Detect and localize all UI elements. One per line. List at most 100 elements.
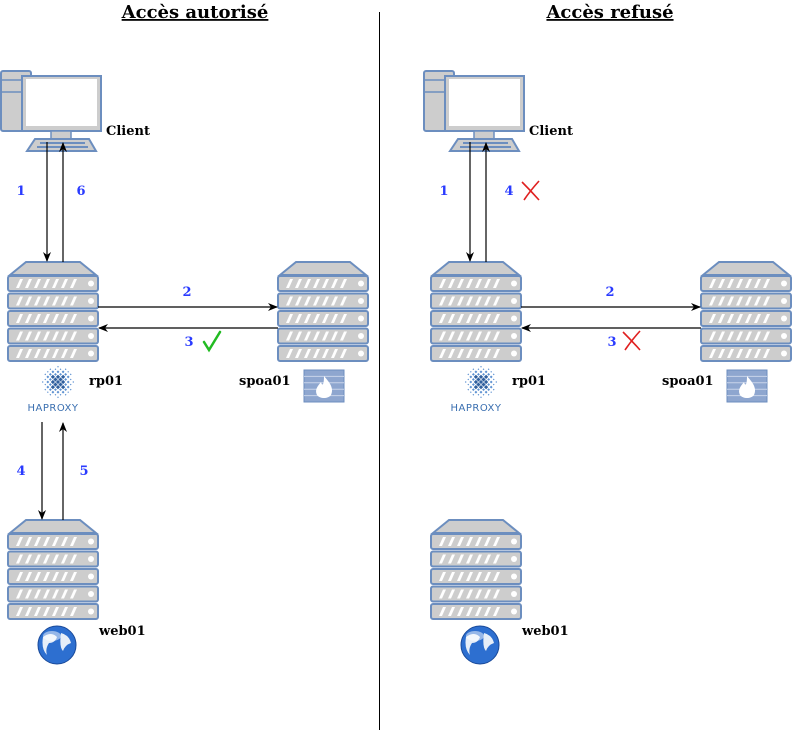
logo-dot bbox=[481, 382, 486, 387]
step-label-proxy-to-client: 6 bbox=[76, 184, 85, 199]
server-vent bbox=[439, 296, 446, 306]
logo-dot bbox=[487, 393, 490, 396]
firewall-icon bbox=[303, 369, 345, 403]
server-vent bbox=[754, 349, 761, 358]
logo-dot bbox=[57, 365, 59, 368]
logo-dot bbox=[489, 385, 493, 389]
server-vent bbox=[709, 331, 716, 341]
logo-dot bbox=[72, 381, 75, 383]
logo-dot bbox=[66, 380, 70, 384]
logo-dot bbox=[48, 383, 52, 386]
server-led bbox=[781, 333, 787, 339]
web-server bbox=[430, 519, 522, 620]
logo-dot bbox=[46, 370, 49, 373]
server-vent bbox=[304, 296, 311, 306]
server-vent bbox=[322, 314, 329, 323]
logo-dot bbox=[477, 388, 480, 392]
server-vent bbox=[763, 279, 770, 288]
spoa-label: spoa01 bbox=[662, 374, 714, 389]
server-unit bbox=[430, 533, 522, 550]
server-vent bbox=[34, 279, 41, 288]
server-vent bbox=[295, 314, 302, 323]
server-top bbox=[7, 519, 99, 534]
server-vent bbox=[448, 589, 455, 599]
server-vent bbox=[16, 572, 23, 581]
server-vent bbox=[457, 607, 464, 616]
logo-dot bbox=[482, 388, 485, 392]
globe-shine bbox=[466, 631, 484, 641]
logo-dot bbox=[67, 370, 70, 373]
server-unit bbox=[7, 550, 99, 568]
server-vent bbox=[484, 279, 491, 288]
server-vent bbox=[34, 349, 41, 358]
server-vent bbox=[70, 589, 77, 599]
server-led bbox=[88, 591, 94, 597]
server-vent bbox=[304, 279, 311, 288]
server-vent bbox=[61, 296, 68, 306]
server-unit bbox=[7, 568, 99, 585]
server-vent bbox=[484, 314, 491, 323]
monitor-screen bbox=[449, 79, 520, 126]
server-vent bbox=[763, 296, 770, 306]
server-vent bbox=[43, 554, 50, 564]
server-unit bbox=[7, 533, 99, 550]
server-vent bbox=[70, 296, 77, 306]
computer-icon bbox=[423, 70, 525, 152]
logo-dot bbox=[59, 372, 62, 376]
server-led bbox=[781, 298, 787, 304]
logo-dot bbox=[473, 374, 479, 380]
spoa-label: spoa01 bbox=[239, 374, 291, 389]
server-vent bbox=[16, 554, 23, 564]
logo-dot bbox=[54, 368, 57, 371]
server-top bbox=[430, 261, 522, 276]
monitor-screen bbox=[26, 79, 97, 126]
keyboard bbox=[448, 138, 521, 152]
server-vent bbox=[448, 537, 455, 546]
server-vent bbox=[484, 331, 491, 341]
server-vent bbox=[43, 537, 50, 546]
server-vent bbox=[34, 296, 41, 306]
server-vent bbox=[52, 589, 59, 599]
server-vent bbox=[493, 537, 500, 546]
server-unit bbox=[277, 292, 369, 310]
server-vent bbox=[52, 279, 59, 288]
server-vent bbox=[745, 349, 752, 358]
proxy-server bbox=[7, 261, 99, 362]
server-vent bbox=[475, 554, 482, 564]
server-vent bbox=[484, 296, 491, 306]
server-vent bbox=[475, 572, 482, 581]
server-vent bbox=[295, 349, 302, 358]
server-vent bbox=[466, 607, 473, 616]
logo-dot bbox=[480, 365, 482, 368]
computer-icon bbox=[0, 70, 102, 152]
server-vent bbox=[763, 331, 770, 341]
logo-dot bbox=[64, 383, 68, 386]
globe-icon bbox=[460, 625, 500, 665]
server-unit bbox=[430, 603, 522, 620]
server-led bbox=[511, 298, 517, 304]
server-vent bbox=[493, 349, 500, 358]
server-vent bbox=[439, 331, 446, 341]
server-vent bbox=[718, 279, 725, 288]
proxy-server bbox=[430, 261, 522, 362]
server-vent bbox=[43, 296, 50, 306]
logo-dot bbox=[57, 396, 59, 399]
server-vent bbox=[52, 572, 59, 581]
server-led bbox=[88, 280, 94, 287]
server-vent bbox=[16, 607, 23, 616]
logo-dot bbox=[60, 384, 66, 390]
server-led bbox=[781, 350, 787, 357]
logo-dot bbox=[64, 378, 68, 381]
logo-dot bbox=[51, 370, 55, 374]
server-led bbox=[358, 298, 364, 304]
logo-dot bbox=[44, 388, 47, 391]
proxy-label: rp01 bbox=[512, 374, 546, 389]
server-unit bbox=[430, 345, 522, 362]
haproxy-logo-text: HAPROXY bbox=[27, 403, 78, 414]
server-vent bbox=[25, 589, 32, 599]
server-vent bbox=[754, 296, 761, 306]
server-vent bbox=[754, 314, 761, 323]
logo-dot bbox=[476, 377, 481, 382]
server-vent bbox=[727, 331, 734, 341]
server-top bbox=[7, 261, 99, 276]
